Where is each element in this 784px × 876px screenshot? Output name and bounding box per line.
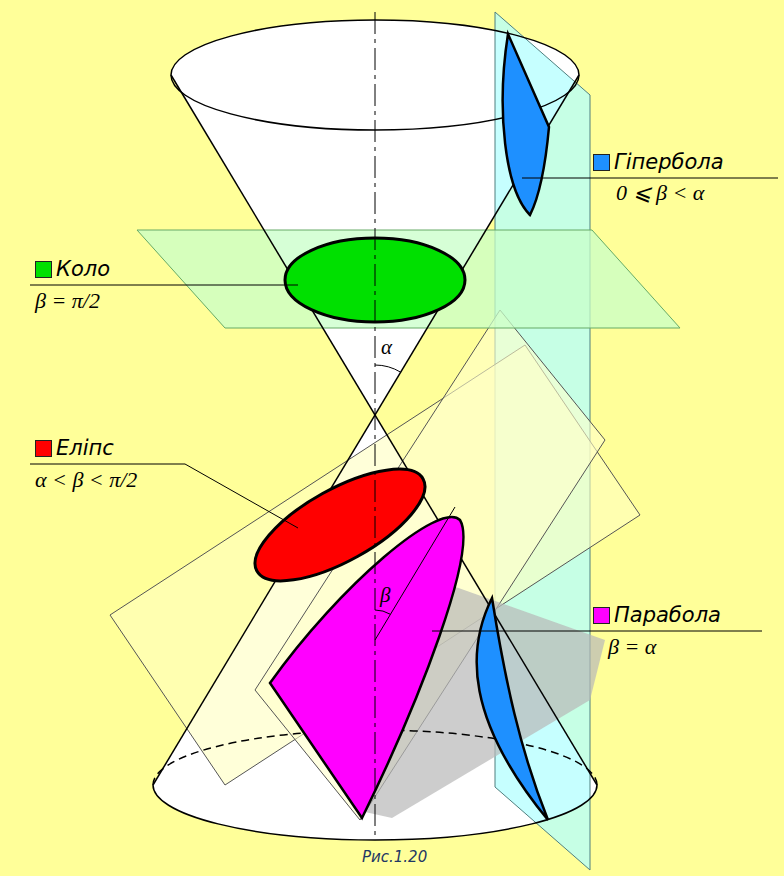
leader-line xyxy=(30,285,298,286)
leader-line xyxy=(522,178,778,179)
label-holder: β = α xyxy=(608,635,656,659)
label-holder: 0 ⩽ β < α xyxy=(616,181,704,205)
beta-arc xyxy=(375,610,390,614)
legend-label-holder: Гіпербола xyxy=(614,151,724,174)
legend-label-holder: Парабола xyxy=(614,604,721,627)
leader-line xyxy=(432,631,762,632)
condition-label: α < β < π/2 xyxy=(35,468,137,492)
ellipse-section xyxy=(239,447,440,602)
leader-line xyxy=(30,464,298,528)
condition-label: β xyxy=(380,584,390,607)
legend-swatch xyxy=(593,607,610,624)
legend-label: Парабола xyxy=(614,604,721,627)
condition-label: α xyxy=(381,336,392,359)
beta-line xyxy=(375,507,455,640)
caption-holder: Рис.1.20 xyxy=(360,849,429,866)
hyperbola-upper-branch xyxy=(503,34,549,215)
condition-label: β = α xyxy=(608,635,656,659)
alpha-arc xyxy=(375,365,401,372)
circle-plane xyxy=(137,230,680,328)
legend-swatch xyxy=(593,154,610,171)
figure-caption: Рис.1.20 xyxy=(360,849,429,866)
condition-label: β = π/2 xyxy=(35,289,100,313)
label-holder: β = π/2 xyxy=(35,289,100,313)
legend-label: Еліпс xyxy=(56,437,114,460)
legend-swatch xyxy=(35,261,52,278)
legend-label-holder: Еліпс xyxy=(56,437,114,460)
label-holder: β xyxy=(380,584,390,607)
condition-label: 0 ⩽ β < α xyxy=(616,181,704,205)
legend-label: Гіпербола xyxy=(614,151,724,174)
cone-axis xyxy=(375,12,376,840)
legend-label-holder: Коло xyxy=(56,258,110,281)
legend-label: Коло xyxy=(56,258,110,281)
legend-swatch xyxy=(35,440,52,457)
label-holder: α xyxy=(381,336,392,359)
label-holder: α < β < π/2 xyxy=(35,468,137,492)
